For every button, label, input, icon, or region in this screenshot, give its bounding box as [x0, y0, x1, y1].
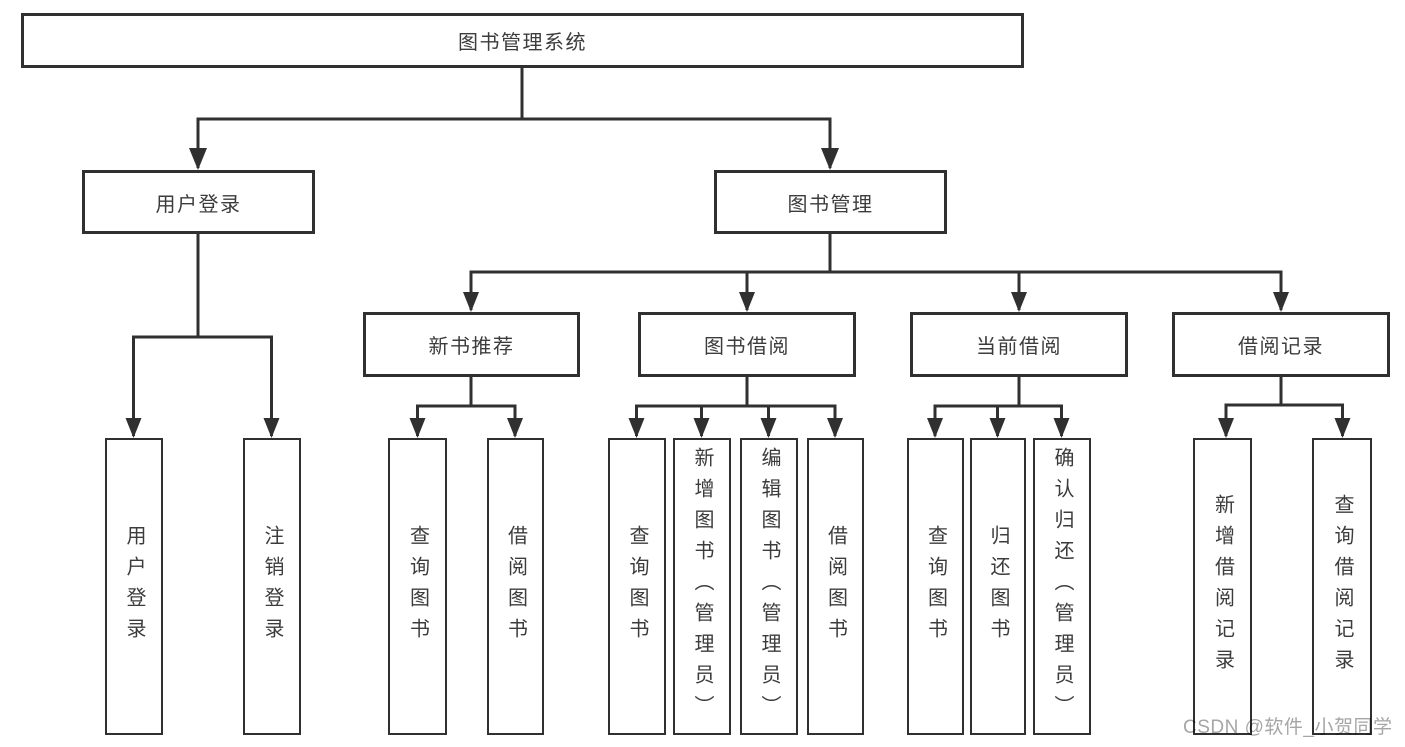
leaf-confirm-return-admin: 确认归还（管理员） [1033, 438, 1091, 735]
node-label: 归还图书 [987, 524, 1009, 649]
node-label: 查询图书 [406, 524, 429, 649]
node-new-book-recommend: 新书推荐 [363, 312, 580, 377]
leaf-return-books: 归还图书 [970, 438, 1026, 735]
node-label: 新增图书（管理员） [691, 447, 713, 726]
node-label: 图书借阅 [704, 336, 790, 358]
leaf-query-borrow-record: 查询借阅记录 [1312, 438, 1372, 735]
node-label: 借阅图书 [504, 524, 527, 649]
node-label: 编辑图书（管理员） [758, 447, 780, 726]
node-label: 用户登录 [123, 524, 145, 649]
leaf-user-login: 用户登录 [105, 438, 163, 735]
leaf-add-borrow-record: 新增借阅记录 [1193, 438, 1252, 735]
leaf-edit-books-admin: 编辑图书（管理员） [740, 438, 798, 735]
node-user-login: 用户登录 [82, 170, 315, 234]
node-label: 确认归还（管理员） [1051, 447, 1073, 726]
node-book-management: 图书管理 [714, 170, 947, 234]
node-label: 借阅图书 [824, 524, 847, 649]
node-label: 查询图书 [924, 524, 947, 649]
node-label: 借阅记录 [1238, 336, 1324, 358]
node-library-management-system: 图书管理系统 [21, 13, 1024, 68]
node-label: 图书管理系统 [458, 32, 587, 54]
leaf-query-books-recommend: 查询图书 [388, 438, 447, 735]
node-label: 当前借阅 [976, 336, 1062, 358]
node-book-borrowing: 图书借阅 [638, 312, 856, 377]
leaf-borrow-books-recommend: 借阅图书 [487, 438, 544, 735]
node-label: 用户登录 [155, 193, 242, 216]
node-current-borrowing: 当前借阅 [910, 312, 1128, 377]
node-borrow-records: 借阅记录 [1172, 312, 1390, 377]
leaf-add-books-admin: 新增图书（管理员） [673, 438, 731, 735]
watermark: CSDN @软件_小贺同学 [1183, 717, 1393, 738]
node-label: 新书推荐 [428, 336, 515, 358]
node-label: 新增借阅记录 [1211, 493, 1234, 680]
node-label: 查询图书 [626, 524, 648, 649]
leaf-logout-login: 注销登录 [243, 438, 301, 735]
node-label: 查询借阅记录 [1331, 493, 1353, 680]
leaf-query-books-current: 查询图书 [907, 438, 964, 735]
node-label: 图书管理 [787, 193, 874, 216]
node-label: 注销登录 [261, 524, 283, 649]
leaf-query-books-borrowing: 查询图书 [608, 438, 666, 735]
leaf-borrow-books: 借阅图书 [807, 438, 864, 735]
